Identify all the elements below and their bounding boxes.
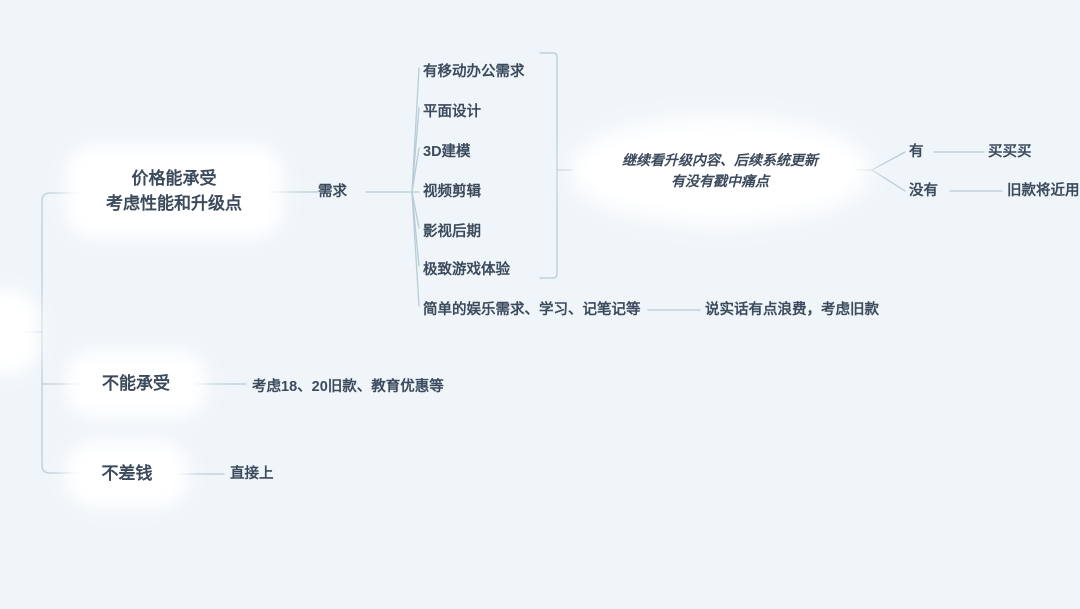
node-cannot-afford-label: 不能承受 xyxy=(102,373,170,393)
leaf-rich-note[interactable]: 直接上 xyxy=(230,466,274,482)
leaf-need-video-editing[interactable]: 视频剪辑 xyxy=(423,184,481,200)
leaf-option-yes[interactable]: 有 xyxy=(909,144,924,160)
node-price-affordable-label: 价格能承受 考虑性能和升级点 xyxy=(106,168,242,213)
leaf-need-graphic-design[interactable]: 平面设计 xyxy=(423,104,481,120)
leaf-need-simple[interactable]: 简单的娱乐需求、学习、记笔记等 xyxy=(423,302,641,318)
leaf-need-gaming[interactable]: 极致游戏体验 xyxy=(423,262,510,278)
node-upgrade-question[interactable]: 继续看升级内容、后续系统更新 有没有戳中痛点 xyxy=(585,133,855,208)
leaf-cannot-afford-note[interactable]: 考虑18、20旧款、教育优惠等 xyxy=(252,379,444,395)
edge-fan-3 xyxy=(411,147,420,193)
leaf-need-mobile-office[interactable]: 有移动办公需求 xyxy=(423,64,525,80)
leaf-result-old-model[interactable]: 旧款将近用 xyxy=(1007,183,1080,199)
edge-group-bracket xyxy=(539,52,558,279)
edge-fan-2 xyxy=(411,107,420,193)
label-needs[interactable]: 需求 xyxy=(318,184,347,200)
edge-fan-6 xyxy=(411,191,420,267)
node-not-short-on-money[interactable]: 不差钱 xyxy=(80,455,174,493)
edge-option-yes xyxy=(871,151,906,171)
edge-option-no xyxy=(871,169,906,192)
node-root[interactable] xyxy=(0,305,24,359)
leaf-need-3d-modeling[interactable]: 3D建模 xyxy=(423,144,471,160)
node-not-short-on-money-label: 不差钱 xyxy=(101,463,153,483)
node-cannot-afford[interactable]: 不能承受 xyxy=(80,365,192,403)
edge-fan-5 xyxy=(411,191,420,229)
leaf-result-buy[interactable]: 买买买 xyxy=(988,144,1032,160)
leaf-simple-note[interactable]: 说实话有点浪费，考虑旧款 xyxy=(705,302,879,318)
node-price-affordable[interactable]: 价格能承受 考虑性能和升级点 xyxy=(80,159,268,224)
leaf-need-post-production[interactable]: 影视后期 xyxy=(423,224,481,240)
edge-fan-1 xyxy=(411,67,420,193)
edge-left-spine xyxy=(41,192,81,474)
leaf-option-no[interactable]: 没有 xyxy=(909,183,938,199)
node-upgrade-question-label: 继续看升级内容、后续系统更新 有没有戳中痛点 xyxy=(622,151,818,189)
edge-fan-7 xyxy=(411,191,420,307)
